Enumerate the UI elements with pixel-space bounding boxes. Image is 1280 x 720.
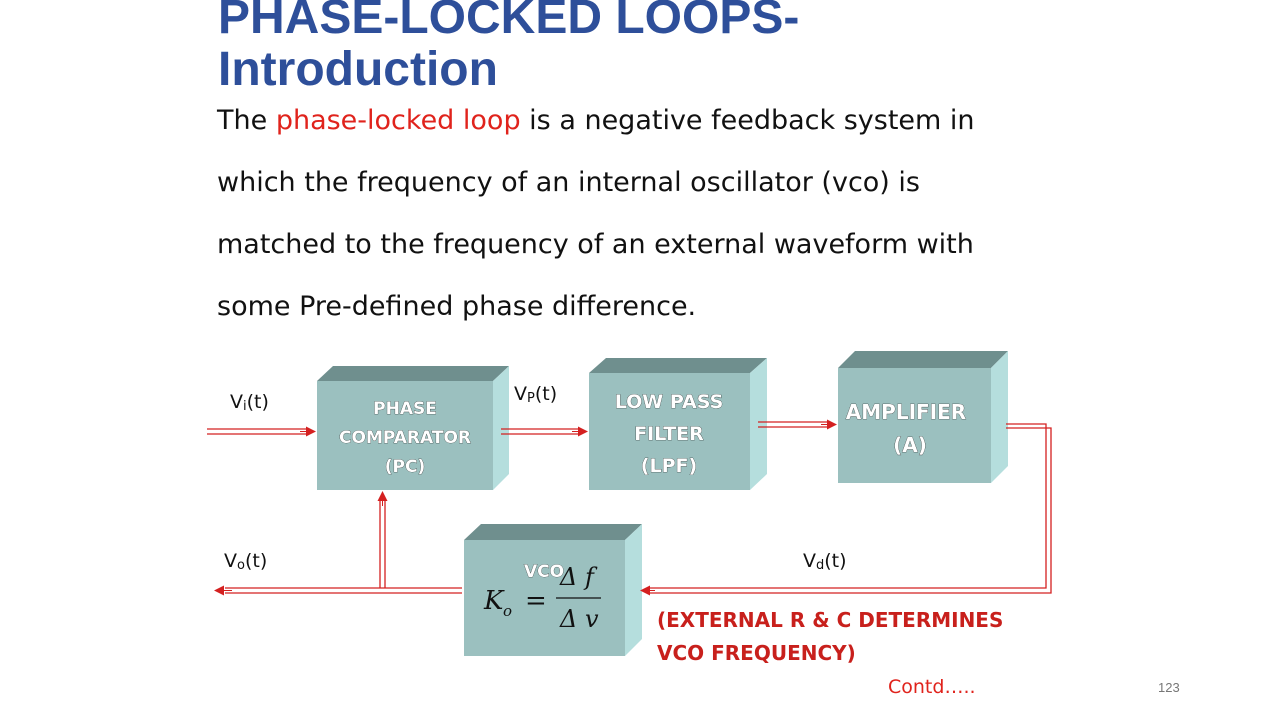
pc-label-1: PHASE bbox=[373, 399, 437, 419]
formula-sub-o: o bbox=[503, 602, 512, 620]
highlight-term: phase-locked loop bbox=[275, 105, 521, 136]
paragraph-text: The bbox=[217, 105, 276, 136]
vco-note-line-2: VCO FREQUENCY) bbox=[657, 641, 856, 665]
title-line-1: PHASE-LOCKED LOOPS- bbox=[218, 0, 800, 44]
slide-title: PHASE-LOCKED LOOPS- Introduction bbox=[218, 0, 1118, 96]
input-arrow bbox=[207, 426, 316, 437]
amp-to-vco-feedback bbox=[640, 423, 1052, 596]
low-pass-filter-block: LOW PASS FILTER (LPF) bbox=[589, 358, 767, 490]
lpf-label-2: FILTER bbox=[634, 423, 704, 445]
formula-numerator: Δ f bbox=[559, 563, 598, 591]
paragraph-text: is a negative feedback system in bbox=[520, 105, 975, 136]
formula-k: K bbox=[483, 586, 505, 616]
paragraph-line-4: some Pre-defined phase difference. bbox=[217, 291, 697, 322]
lpf-to-amp-arrow bbox=[758, 419, 837, 430]
vco-to-pc-feedback bbox=[377, 491, 388, 588]
vco-label: VCO bbox=[524, 562, 564, 582]
paragraph-line-2: which the frequency of an internal oscil… bbox=[217, 167, 920, 198]
amp-label-1: AMPLIFIER bbox=[846, 400, 966, 424]
continued-label: Contd….. bbox=[888, 676, 976, 698]
formula-equals: = bbox=[525, 586, 547, 616]
signal-vi-label: Vi(t) bbox=[230, 391, 269, 414]
vco-gain-formula: K o = Δ f Δ v bbox=[483, 563, 601, 633]
signal-vp-label: VP(t) bbox=[514, 383, 557, 406]
signal-vd-label: Vd(t) bbox=[803, 550, 847, 573]
pc-label-2: COMPARATOR bbox=[339, 428, 471, 448]
formula-denominator: Δ v bbox=[559, 605, 599, 633]
amplifier-block: AMPLIFIER (A) bbox=[838, 351, 1008, 483]
amp-label-2: (A) bbox=[893, 433, 927, 457]
pc-label-3: (PC) bbox=[385, 457, 425, 477]
lpf-label-3: (LPF) bbox=[641, 455, 697, 477]
page-number: 123 bbox=[1158, 680, 1180, 695]
phase-comparator-block: PHASE COMPARATOR (PC) bbox=[317, 366, 509, 490]
paragraph-line-1: The phase-locked loop is a negative feed… bbox=[217, 105, 975, 136]
paragraph-line-3: matched to the frequency of an external … bbox=[217, 229, 974, 260]
vco-note-line-1: (EXTERNAL R & C DETERMINES bbox=[657, 608, 1003, 632]
pc-to-lpf-arrow bbox=[501, 426, 588, 437]
vco-output-arrow bbox=[214, 585, 462, 596]
title-line-2: Introduction bbox=[218, 43, 498, 96]
signal-wires bbox=[207, 419, 1052, 596]
vco-block: VCO K o = Δ f Δ v bbox=[464, 524, 642, 656]
signal-vo-label: Vo(t) bbox=[224, 550, 267, 573]
lpf-label-1: LOW PASS bbox=[615, 391, 724, 413]
